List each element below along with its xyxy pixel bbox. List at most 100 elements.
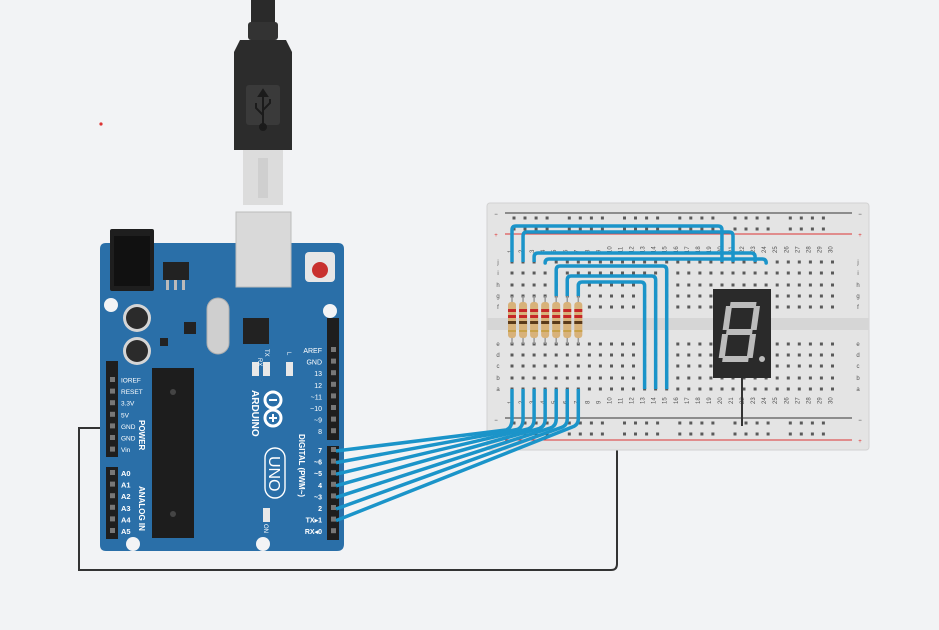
ground-wire[interactable] bbox=[78, 422, 618, 571]
breadboard-hole bbox=[733, 216, 737, 220]
jumper-wire[interactable] bbox=[335, 389, 569, 511]
resistor[interactable] bbox=[574, 296, 583, 344]
column-number: 11 bbox=[619, 246, 625, 253]
breadboard-hole bbox=[821, 227, 825, 231]
breadboard-hole bbox=[698, 271, 702, 275]
digital-header-high bbox=[327, 318, 339, 440]
breadboard-hole bbox=[711, 216, 715, 220]
digital-title: DIGITAL (PWM~) bbox=[297, 434, 306, 497]
segment-c bbox=[746, 334, 757, 358]
jumper-wire[interactable] bbox=[335, 389, 558, 500]
breadboard-hole bbox=[786, 294, 790, 298]
breadboard-hole bbox=[523, 216, 527, 220]
breadboard-hole bbox=[512, 227, 516, 231]
breadboard-hole bbox=[587, 353, 591, 357]
breadboard-hole bbox=[623, 227, 626, 231]
jumper-wire[interactable] bbox=[532, 251, 757, 262]
row-letter: i bbox=[857, 271, 858, 277]
display-digit bbox=[718, 302, 760, 362]
breadboard-hole bbox=[634, 432, 637, 436]
resistor-band bbox=[519, 330, 528, 332]
voltage-regulator bbox=[163, 262, 189, 280]
breadboard-hole bbox=[808, 294, 812, 298]
jumper-wire[interactable] bbox=[335, 389, 536, 476]
breadboard-hole bbox=[621, 353, 624, 357]
analog-pin-label: A4 bbox=[121, 515, 131, 524]
breadboard-hole bbox=[831, 294, 834, 298]
digital-header-low bbox=[327, 446, 339, 540]
jumper-wire[interactable] bbox=[543, 257, 768, 265]
breadboard-hole bbox=[521, 271, 525, 275]
breadboard-hole bbox=[632, 283, 635, 287]
breadboard-hole bbox=[598, 387, 602, 391]
breadboard-hole bbox=[808, 353, 812, 357]
breadboard-hole bbox=[687, 353, 691, 357]
breadboard-hole bbox=[643, 260, 647, 264]
resistor-band bbox=[574, 309, 583, 312]
digital-pin-label: 2 bbox=[318, 506, 322, 513]
breadboard-hole bbox=[698, 260, 702, 264]
jumper-wire[interactable] bbox=[335, 389, 525, 465]
breadboard-hole bbox=[821, 432, 825, 436]
arduino-uno-board[interactable]: RX TX L ON ARDUINO UNO IOREFRESET3.3V5VG… bbox=[100, 211, 344, 551]
resistor-body bbox=[519, 302, 528, 338]
seven-segment-display[interactable] bbox=[713, 289, 771, 426]
usb-strain-relief bbox=[248, 22, 278, 40]
header-pin bbox=[331, 516, 336, 522]
jumper-wire[interactable] bbox=[335, 389, 547, 488]
breadboard-hole bbox=[565, 353, 569, 357]
breadboard-hole bbox=[709, 376, 713, 380]
resistor[interactable] bbox=[519, 296, 528, 344]
reset-button-cap[interactable] bbox=[312, 262, 328, 278]
breadboard-hole bbox=[654, 260, 658, 264]
mount-hole bbox=[323, 304, 337, 318]
column-number: 18 bbox=[696, 246, 702, 253]
breadboard-hole bbox=[698, 294, 702, 298]
origin-marker bbox=[99, 122, 103, 126]
jumper-wire[interactable] bbox=[335, 389, 581, 523]
breadboard-hole bbox=[744, 432, 748, 436]
header-pin bbox=[110, 493, 115, 499]
jumper-wire[interactable] bbox=[335, 389, 514, 453]
breadboard-hole bbox=[775, 271, 779, 275]
jumper-wire[interactable] bbox=[510, 224, 724, 262]
resistor-body bbox=[574, 302, 583, 338]
breadboard-hole bbox=[610, 387, 613, 391]
resistor-band bbox=[541, 321, 550, 324]
row-letter: d bbox=[496, 353, 499, 359]
analog-pin-label: A1 bbox=[121, 481, 131, 490]
breadboard-hole bbox=[632, 294, 635, 298]
jumper-wire[interactable] bbox=[565, 274, 658, 389]
resistor[interactable] bbox=[552, 296, 561, 344]
resistor[interactable] bbox=[530, 296, 539, 344]
column-number: 23 bbox=[751, 246, 757, 253]
breadboard-hole bbox=[711, 432, 715, 436]
row-letter: b bbox=[496, 376, 500, 382]
breadboard-hole bbox=[543, 271, 547, 275]
breadboard-hole bbox=[676, 305, 680, 309]
header-pin bbox=[331, 458, 336, 464]
breadboard-channel bbox=[487, 318, 869, 330]
breadboard-hole bbox=[598, 353, 602, 357]
header-pin bbox=[331, 347, 336, 352]
column-number: 28 bbox=[806, 397, 812, 404]
wires[interactable] bbox=[335, 224, 768, 523]
usb-cable[interactable] bbox=[234, 0, 292, 205]
jumper-wire[interactable] bbox=[521, 230, 735, 262]
breadboard-hole bbox=[711, 227, 715, 231]
resistor[interactable] bbox=[563, 296, 572, 344]
breadboard-hole bbox=[610, 353, 613, 357]
resistor[interactable] bbox=[541, 296, 550, 344]
breadboard-hole bbox=[676, 271, 680, 275]
resistor[interactable] bbox=[508, 296, 516, 344]
breadboard-hole bbox=[532, 376, 536, 380]
jumper-wire[interactable] bbox=[576, 280, 647, 389]
breadboard-hole bbox=[797, 294, 801, 298]
row-letter: c bbox=[857, 364, 860, 370]
breadboard-hole bbox=[598, 283, 602, 287]
digital-pin-label: ~6 bbox=[314, 460, 322, 467]
column-number: 27 bbox=[795, 246, 801, 253]
rx-label: RX bbox=[256, 358, 262, 366]
breadboard-hole bbox=[731, 387, 735, 391]
jumper-wire[interactable] bbox=[554, 264, 669, 389]
